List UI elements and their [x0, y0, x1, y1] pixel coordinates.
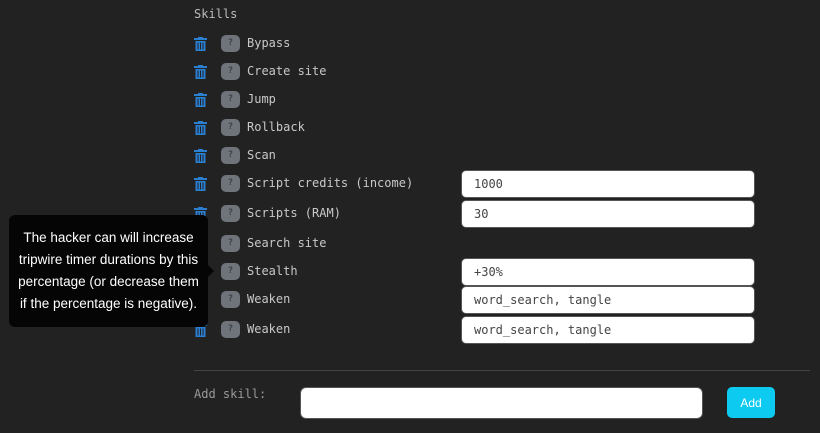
help-badge-icon[interactable]: ? — [221, 174, 240, 192]
help-badge-icon[interactable]: ? — [221, 290, 240, 308]
skill-row: ? Weaken — [194, 316, 290, 342]
skill-row: ? Scan — [194, 142, 276, 168]
skill-row: ? Bypass — [194, 30, 290, 56]
help-badge-icon[interactable]: ? — [221, 146, 240, 164]
help-badge-icon[interactable]: ? — [221, 234, 240, 252]
skill-label: Rollback — [247, 120, 305, 134]
skill-row: ? Search site — [194, 230, 326, 256]
skill-value-input[interactable]: 30 — [461, 200, 755, 228]
trash-icon[interactable] — [194, 36, 207, 51]
trash-icon[interactable] — [194, 120, 207, 135]
skill-row: ? Script credits (income) — [194, 170, 413, 196]
skill-value-input[interactable]: word_search, tangle — [461, 286, 755, 314]
skill-row: ? Jump — [194, 86, 276, 112]
skills-heading: Skills — [194, 7, 238, 21]
skill-value-input[interactable]: +30% — [461, 258, 755, 286]
skill-row: ? Scripts (RAM) — [194, 200, 341, 226]
trash-icon[interactable] — [194, 148, 207, 163]
help-badge-icon[interactable]: ? — [221, 262, 240, 280]
skill-label: Weaken — [247, 292, 291, 306]
skill-label: Jump — [247, 92, 276, 106]
help-badge-icon[interactable]: ? — [221, 90, 240, 108]
skill-label: Weaken — [247, 322, 291, 336]
trash-icon[interactable] — [194, 92, 207, 107]
skill-row: ? Rollback — [194, 114, 305, 140]
tooltip: The hacker can will increase tripwire ti… — [9, 215, 214, 327]
skill-label: Stealth — [247, 264, 298, 278]
skill-value-input[interactable]: word_search, tangle — [461, 316, 755, 344]
skill-label: Create site — [247, 64, 327, 78]
add-button[interactable]: Add — [727, 387, 775, 418]
trash-icon[interactable] — [194, 64, 207, 79]
skill-label: Bypass — [247, 36, 291, 50]
skill-value-input[interactable]: 1000 — [461, 170, 755, 198]
skill-label: Scripts (RAM) — [247, 206, 341, 220]
help-badge-icon[interactable]: ? — [221, 204, 240, 222]
help-badge-icon[interactable]: ? — [221, 320, 240, 338]
help-badge-icon[interactable]: ? — [221, 62, 240, 80]
help-badge-icon[interactable]: ? — [221, 34, 240, 52]
skill-label: Scan — [247, 148, 276, 162]
add-skill-input[interactable] — [300, 387, 703, 419]
skill-label: Search site — [247, 236, 327, 250]
skill-label: Script credits (income) — [247, 176, 414, 190]
trash-icon[interactable] — [194, 176, 207, 191]
add-skill-label: Add skill: — [194, 387, 267, 401]
skill-row: ? Create site — [194, 58, 326, 84]
divider — [194, 370, 810, 371]
help-badge-icon[interactable]: ? — [221, 118, 240, 136]
skill-row: ? Weaken — [194, 286, 290, 312]
